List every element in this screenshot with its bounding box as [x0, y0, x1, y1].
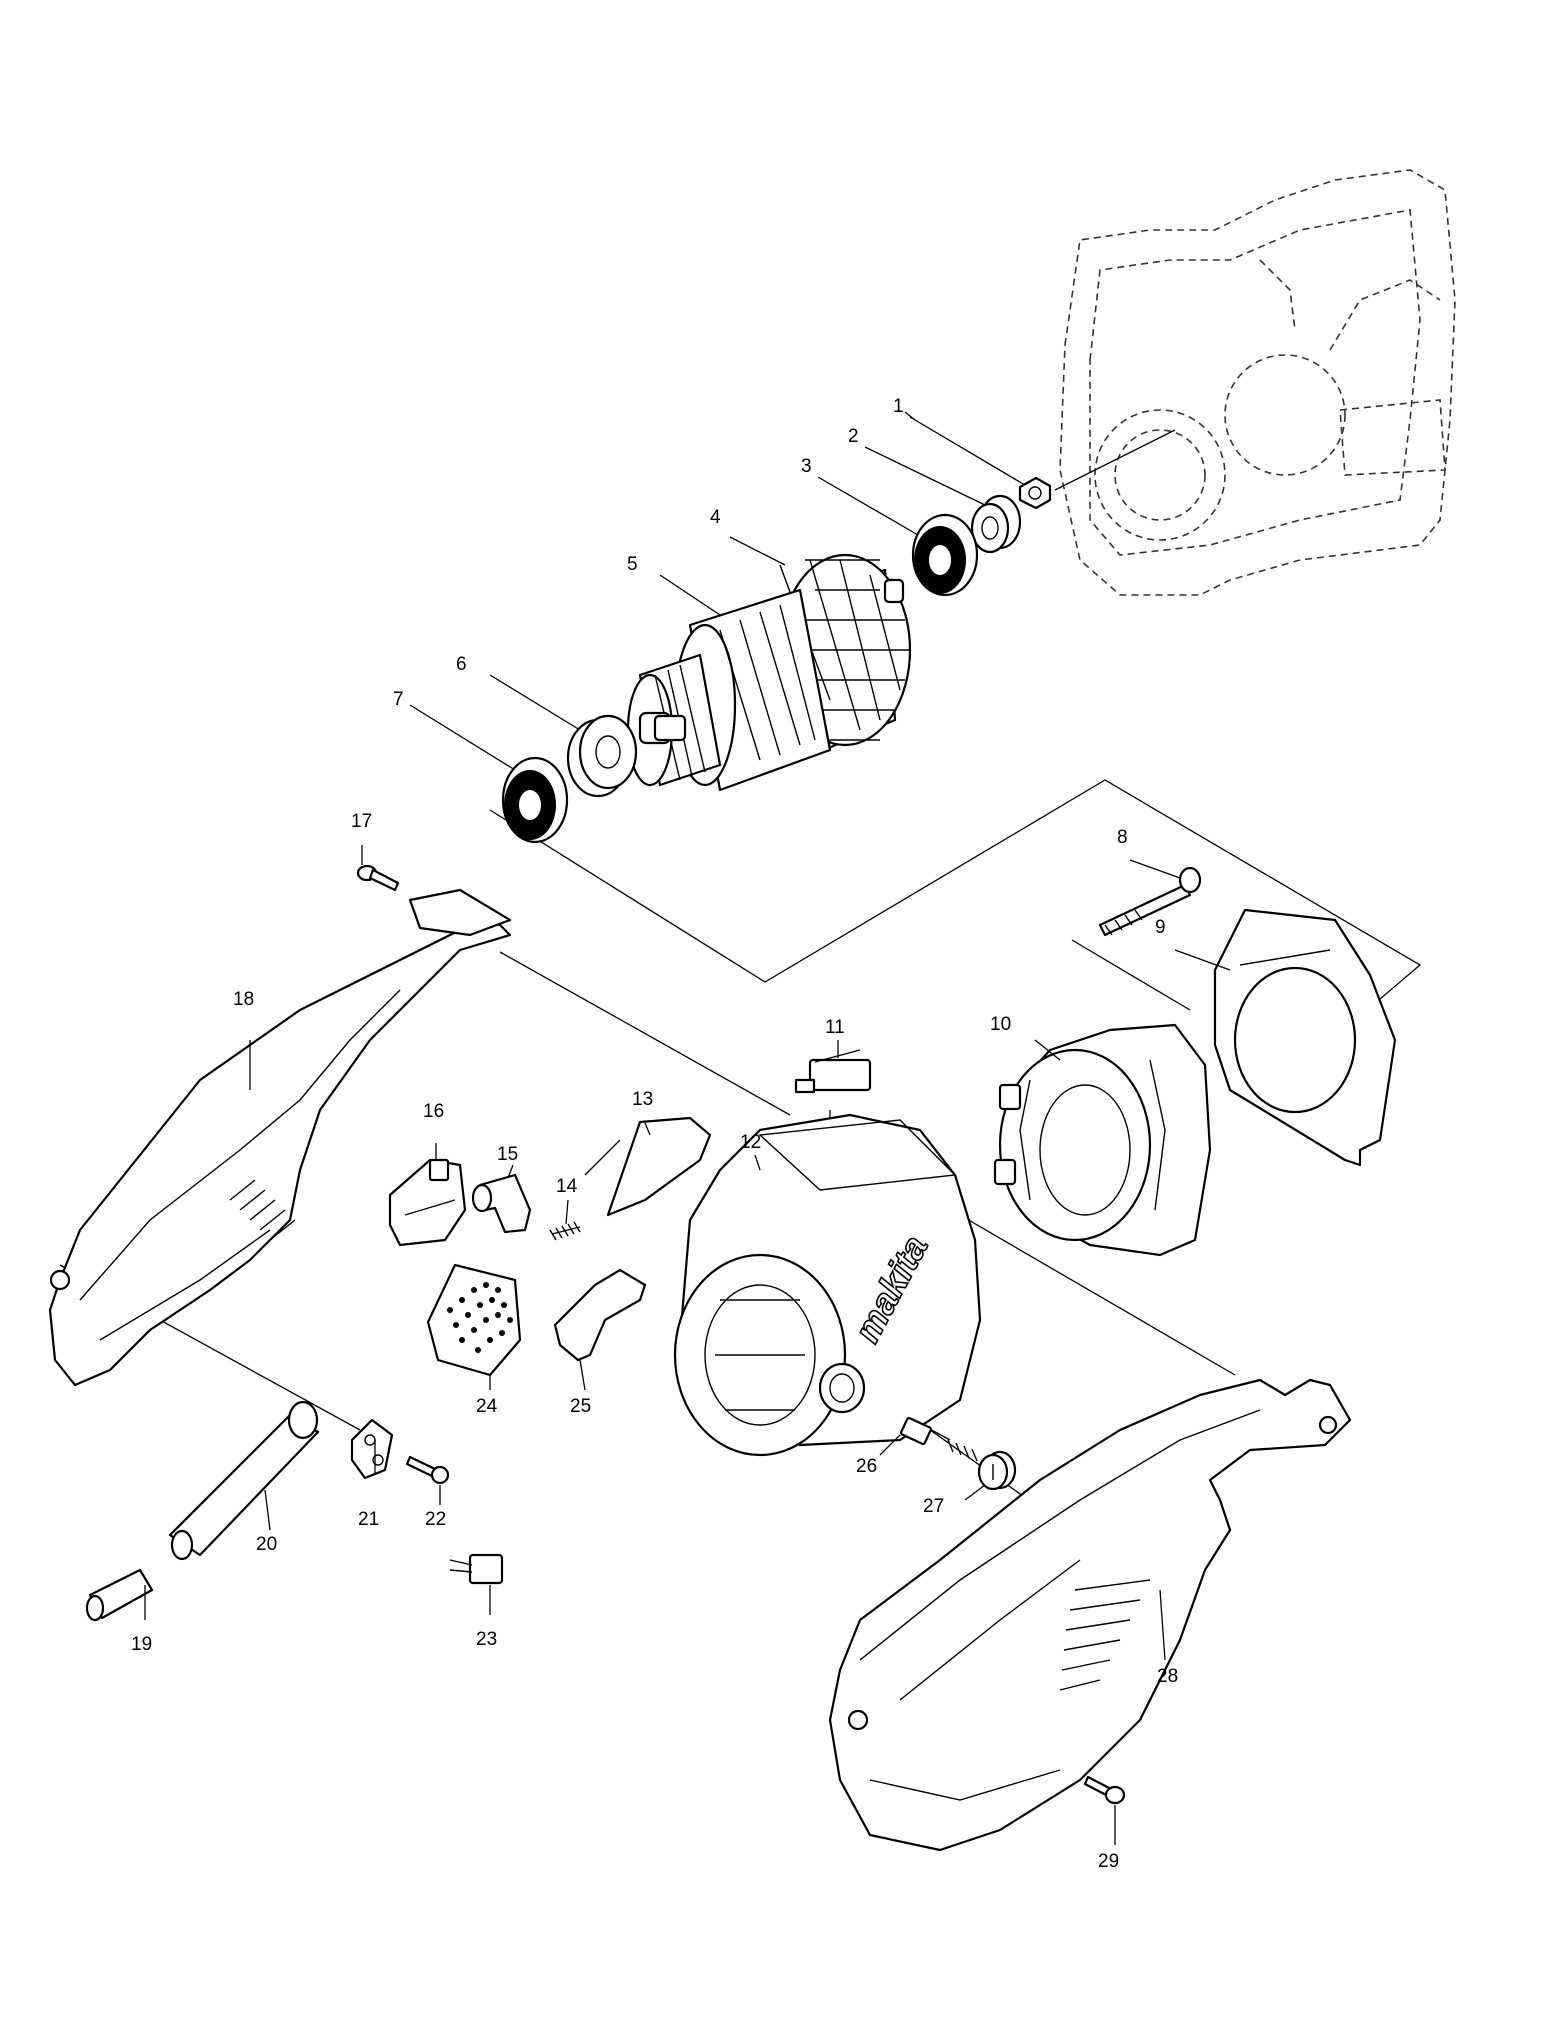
- callout-3: 3: [801, 456, 812, 477]
- part-4-5-armature: [626, 553, 912, 792]
- callout-labels: 1 2 3 4 5 6 7 8 9 10 11 12 13 14 15 16 1…: [131, 396, 1178, 1872]
- part-20-cord-guard: [168, 1400, 320, 1561]
- gear-housing-reference: [1059, 169, 1456, 596]
- callout-29: 29: [1098, 1851, 1119, 1872]
- callout-5: 5: [627, 554, 638, 575]
- part-17-screw: [356, 864, 400, 892]
- callout-19: 19: [131, 1634, 152, 1655]
- part-1-nut: [1018, 476, 1052, 510]
- part-29-screw: [1083, 1775, 1126, 1805]
- callout-26: 26: [856, 1456, 877, 1477]
- callout-18: 18: [233, 989, 254, 1010]
- callout-8: 8: [1117, 827, 1128, 848]
- part-22-screw: [405, 1455, 450, 1485]
- callout-23: 23: [476, 1629, 497, 1650]
- part-10-field: [993, 1023, 1212, 1257]
- part-16-terminal: [388, 1158, 467, 1247]
- callout-10: 10: [990, 1014, 1011, 1035]
- part-3-ball-bearing: [911, 513, 979, 597]
- part-21-strain-relief: [350, 1418, 394, 1480]
- part-15-lever: [471, 1173, 532, 1234]
- callout-20: 20: [256, 1534, 277, 1555]
- part-28-handle-right: [828, 1378, 1352, 1852]
- callout-13: 13: [632, 1089, 653, 1110]
- part-14-spring: [549, 1221, 581, 1241]
- callout-14: 14: [556, 1176, 578, 1197]
- callout-15: 15: [497, 1144, 518, 1165]
- part-19-cord: [85, 1568, 154, 1622]
- callout-leaders: [144, 411, 1231, 1845]
- callout-21: 21: [358, 1509, 379, 1530]
- callout-9: 9: [1155, 917, 1166, 938]
- part-23-capacitor: [449, 1553, 504, 1585]
- callout-17: 17: [351, 811, 372, 832]
- part-13-insulation-sheet: [606, 1116, 712, 1217]
- part-27-brush-cap: [977, 1450, 1017, 1491]
- part-26-carbon-brush: [899, 1416, 978, 1462]
- part-25-trigger: [553, 1268, 647, 1362]
- callout-1: 1: [893, 396, 904, 417]
- part-9-baffle-plate: [1213, 908, 1397, 1167]
- part-6-washer: [566, 714, 638, 798]
- callout-16: 16: [423, 1101, 444, 1122]
- callout-28: 28: [1157, 1666, 1178, 1687]
- vent-holes: [447, 1282, 513, 1353]
- part-7-ball-bearing: [501, 756, 569, 844]
- part-24-vent-cover: [426, 1263, 522, 1377]
- callout-2: 2: [848, 426, 859, 447]
- callout-12: 12: [740, 1132, 761, 1153]
- callout-11: 11: [825, 1017, 845, 1038]
- callout-27: 27: [923, 1496, 944, 1517]
- callout-4: 4: [710, 507, 721, 528]
- callout-25: 25: [570, 1396, 591, 1417]
- callout-6: 6: [456, 654, 467, 675]
- part-11-switch: [794, 1049, 872, 1094]
- part-2-bearing-sleeve: [970, 494, 1022, 554]
- callout-24: 24: [476, 1396, 498, 1417]
- callout-22: 22: [425, 1509, 446, 1530]
- part-12-motor-housing: makita: [673, 1113, 982, 1457]
- part-8-long-screw: [1098, 866, 1202, 937]
- part-18-handle-left: [48, 888, 512, 1387]
- callout-7: 7: [393, 689, 404, 710]
